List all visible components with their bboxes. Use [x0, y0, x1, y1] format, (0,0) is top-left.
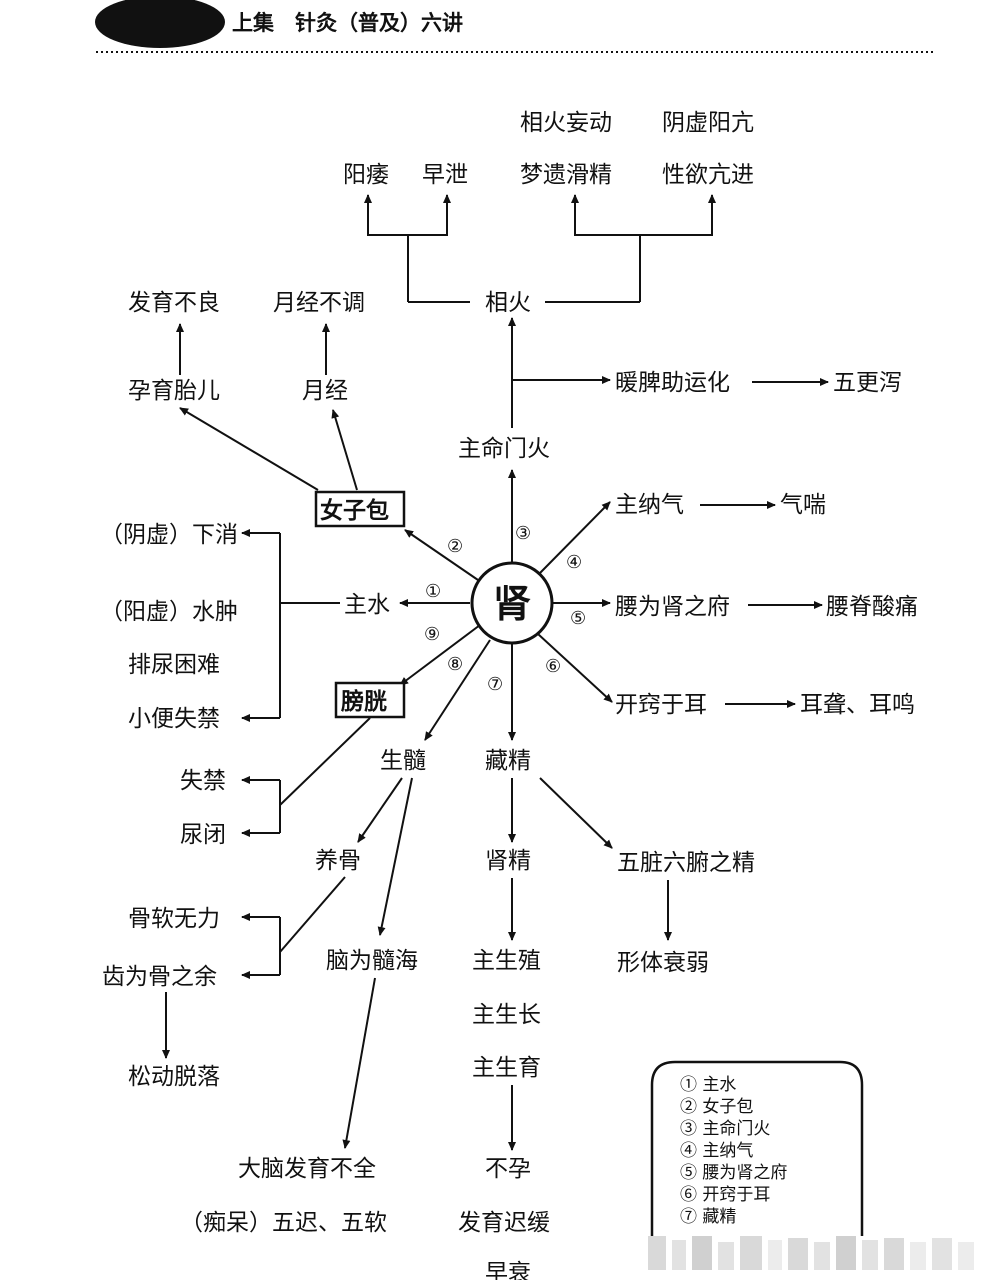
arrow-to-danao	[342, 977, 376, 1149]
arrow-to-yanggu	[357, 777, 403, 843]
label-kaiqiao-yuer: 开窍于耳	[615, 692, 707, 718]
legend-item-5: ⑤ 腰为肾之府	[680, 1163, 787, 1183]
label-shenjing: 肾精	[485, 848, 531, 874]
blurred-watermark	[648, 1236, 974, 1270]
legend: ① 主水 ② 女子包 ③ 主命门火 ④ 主纳气 ⑤ 腰为肾之府 ⑥ 开窍于耳 ⑦…	[680, 1075, 787, 1227]
spoke-num-2: ②	[447, 536, 463, 557]
label-nvzibao: 女子包	[320, 497, 389, 524]
spoke-num-1: ①	[425, 581, 441, 602]
arrow-to-zaoxie	[408, 194, 451, 236]
arrow-nvzibao-to-yunyu	[179, 407, 319, 491]
label-xiaobian-shijin: 小便失禁	[128, 706, 220, 732]
nvzibao-box	[314, 490, 406, 528]
header-title: 上集 针灸（普及）六讲	[232, 10, 463, 35]
label-zhu-shengyu: 主生育	[472, 1055, 541, 1081]
label-yinxu-xiaxiao: （阴虚）下消	[100, 522, 238, 548]
label-pangguang: 膀胱	[341, 688, 387, 715]
label-chi-gu: 齿为骨之余	[102, 964, 217, 990]
label-zhu-naqi: 主纳气	[615, 492, 684, 518]
spoke-num-3: ③	[515, 523, 531, 544]
label-yuejing: 月经	[302, 378, 348, 404]
label-chidai-wuchi: （痴呆）五迟、五软	[180, 1210, 387, 1236]
label-yinxu-yangkang: 阴虚阳亢	[662, 110, 754, 136]
arrow-to-xingyu	[640, 194, 716, 236]
legend-item-4: ④ 主纳气	[680, 1141, 753, 1161]
label-wuzang-jing: 五脏六腑之精	[617, 850, 755, 876]
label-guruan-wuli: 骨软无力	[128, 906, 220, 932]
label-niaobi: 尿闭	[180, 822, 226, 848]
arrow-to-naosuihai	[377, 777, 413, 936]
label-zhu-mingmenhuo: 主命门火	[458, 436, 550, 462]
legend-item-2: ② 女子包	[680, 1097, 753, 1117]
legend-item-3: ③ 主命门火	[680, 1119, 770, 1139]
spoke-9	[399, 624, 481, 686]
label-mengyi-huajing: 梦遗滑精	[520, 162, 612, 188]
spoke-num-9: ⑨	[424, 624, 440, 645]
header-logo-blot	[95, 0, 225, 48]
spoke-num-6: ⑥	[545, 656, 561, 677]
label-cangjing: 藏精	[485, 748, 531, 774]
label-danao-fayu-buquan: 大脑发育不全	[238, 1156, 376, 1182]
label-xianghuo: 相火	[485, 290, 531, 316]
label-zhushui: 主水	[344, 592, 390, 618]
label-zhu-shengzhang: 主生长	[472, 1002, 541, 1028]
spoke-4	[539, 501, 611, 574]
label-yao-fu: 腰为肾之府	[615, 594, 730, 620]
center-label: 肾	[493, 581, 531, 626]
label-qichuan: 气喘	[780, 492, 826, 518]
line-pangguang-to-bracket	[279, 717, 371, 806]
label-painiao-kunnan: 排尿困难	[128, 652, 220, 678]
spoke-num-4: ④	[566, 552, 582, 573]
spoke-num-7: ⑦	[487, 674, 503, 695]
arrow-to-wuzang	[539, 777, 613, 849]
legend-item-7: ⑦ 藏精	[680, 1207, 736, 1227]
arrow-to-mengyi	[571, 194, 641, 302]
label-shengsui: 生髓	[380, 748, 426, 774]
label-zaoshuai: 早衰	[485, 1260, 531, 1280]
legend-item-6: ⑥ 开窍于耳	[680, 1185, 770, 1205]
arrow-nvzibao-to-yuejing	[331, 409, 358, 491]
label-nuan-pi: 暖脾助运化	[615, 370, 730, 396]
legend-item-1: ① 主水	[680, 1075, 736, 1095]
spoke-num-8: ⑧	[447, 654, 463, 675]
label-yangxu-shuizhong: （阳虚）水肿	[100, 599, 238, 625]
line-yanggu-to-bracket	[279, 876, 346, 953]
label-zaoxie: 早泄	[422, 162, 468, 188]
spoke-num-5: ⑤	[570, 608, 586, 629]
label-nao-suihai: 脑为髓海	[326, 948, 418, 974]
label-fayu-chihuan: 发育迟缓	[458, 1210, 550, 1236]
label-xianghuo-wangdong: 相火妄动	[520, 110, 612, 136]
label-buyun: 不孕	[485, 1156, 531, 1182]
center-circle	[470, 561, 554, 645]
label-xingti-shuairuo: 形体衰弱	[617, 950, 709, 976]
label-erlong-erming: 耳聋、耳鸣	[800, 692, 915, 718]
label-xingyu-kangjin: 性欲亢进	[662, 162, 754, 188]
label-yanggu: 养骨	[315, 848, 361, 874]
legend-box	[650, 1060, 864, 1236]
label-yunyu-taier: 孕育胎儿	[128, 378, 220, 404]
spoke-6	[537, 633, 613, 703]
spoke-2	[404, 529, 479, 581]
label-songdong-tuoluo: 松动脱落	[128, 1064, 220, 1090]
label-shijin: 失禁	[180, 768, 226, 794]
label-yuejing-butiao: 月经不调	[273, 290, 365, 316]
label-zhu-shengzhi: 主生殖	[472, 948, 541, 974]
label-fayu-buliang: 发育不良	[128, 290, 220, 316]
label-yaoji-suantong: 腰脊酸痛	[826, 594, 918, 620]
pangguang-box	[334, 681, 406, 719]
label-yangwei: 阳痿	[343, 162, 389, 188]
arrow-to-yangwei	[364, 194, 409, 302]
label-wugeng-xie: 五更泻	[833, 370, 902, 396]
spoke-8	[424, 639, 491, 741]
